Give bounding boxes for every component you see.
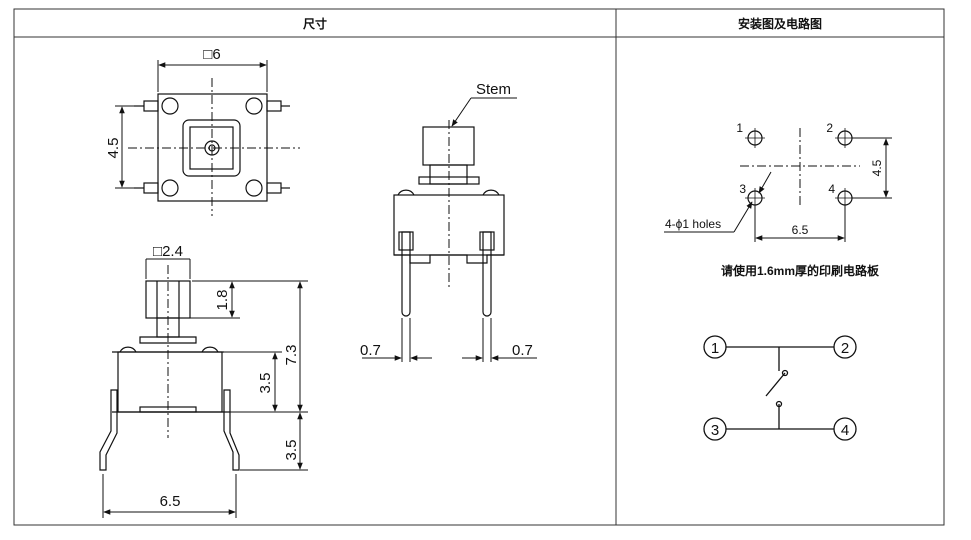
table-frame <box>13 8 945 526</box>
switch-circuit <box>703 335 857 441</box>
total-height-label: 7.3 <box>283 345 300 366</box>
body-height-label: 3.5 <box>257 373 274 394</box>
top-width-label: □6 <box>203 46 220 63</box>
circuit-node-1: 1 <box>711 340 719 357</box>
stem-height-label: 1.8 <box>214 290 231 311</box>
mount-pin-4-label: 4 <box>828 182 835 196</box>
circuit-node-2: 2 <box>841 340 849 357</box>
front-view-dimensions <box>362 97 537 362</box>
circuit-node-4: 4 <box>841 422 849 439</box>
right-pin-width-label: 0.7 <box>512 342 533 359</box>
stem-callout-label: Stem <box>476 81 511 98</box>
left-pin-width-label: 0.7 <box>360 342 381 359</box>
leg-span-label: 6.5 <box>160 493 181 510</box>
mount-horizontal-label: 6.5 <box>792 223 809 237</box>
mount-pin-3-label: 3 <box>739 182 746 196</box>
mounting-centerlines <box>740 128 860 205</box>
top-view-dimensions <box>115 60 268 189</box>
top-height-label: 4.5 <box>105 138 122 159</box>
mounting-dimensions <box>664 137 892 242</box>
left-column-header: 尺寸 <box>303 16 327 31</box>
side-view-dimensions <box>102 258 308 518</box>
pcb-thickness-note: 请使用1.6mm厚的印刷电路板 <box>721 263 880 278</box>
mount-pin-1-label: 1 <box>736 121 743 135</box>
right-column-header: 安装图及电路图 <box>738 16 822 31</box>
top-view-centerlines <box>128 78 300 216</box>
leg-height-label: 3.5 <box>283 440 300 461</box>
stem-size-label: □2.4 <box>153 243 183 260</box>
mount-pin-2-label: 2 <box>826 121 833 135</box>
holes-label: 4-ϕ1 holes <box>665 217 721 231</box>
circuit-node-3: 3 <box>711 422 719 439</box>
mount-vertical-label: 4.5 <box>870 159 884 176</box>
